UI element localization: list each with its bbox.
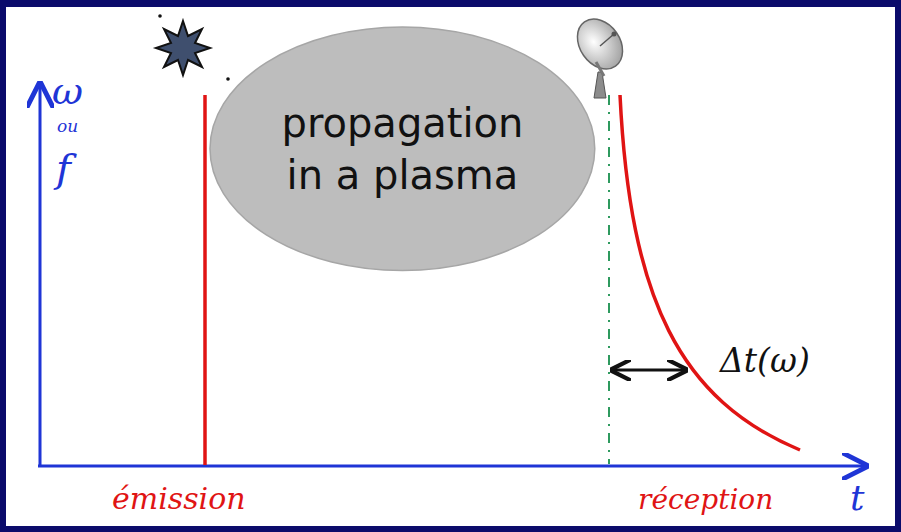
ellipse-shape <box>209 26 596 271</box>
source-star <box>156 21 210 75</box>
star-dot <box>158 14 162 18</box>
axis-word: ou <box>57 118 78 135</box>
dish-antenna <box>568 10 632 98</box>
background <box>6 7 895 526</box>
axis-symbol: f <box>56 148 71 188</box>
delay-label: Δt(ω) <box>720 344 810 377</box>
node-text: propagation in a plasma <box>257 97 547 201</box>
reference-line <box>608 95 610 464</box>
axis-symbol: t <box>850 480 864 516</box>
plasma-ellipse: propagation in a plasma <box>209 26 596 271</box>
emission-line <box>203 95 207 465</box>
axis-symbol: ω <box>52 72 83 110</box>
ellipse-outline <box>210 27 595 270</box>
event-label: émission <box>112 484 246 514</box>
star-dot <box>226 77 230 81</box>
frequency-axis <box>39 84 42 466</box>
time-axis <box>38 465 866 468</box>
delay-arrow <box>612 369 686 372</box>
event-label: réception <box>638 486 773 514</box>
dispersion-curve <box>620 95 800 450</box>
